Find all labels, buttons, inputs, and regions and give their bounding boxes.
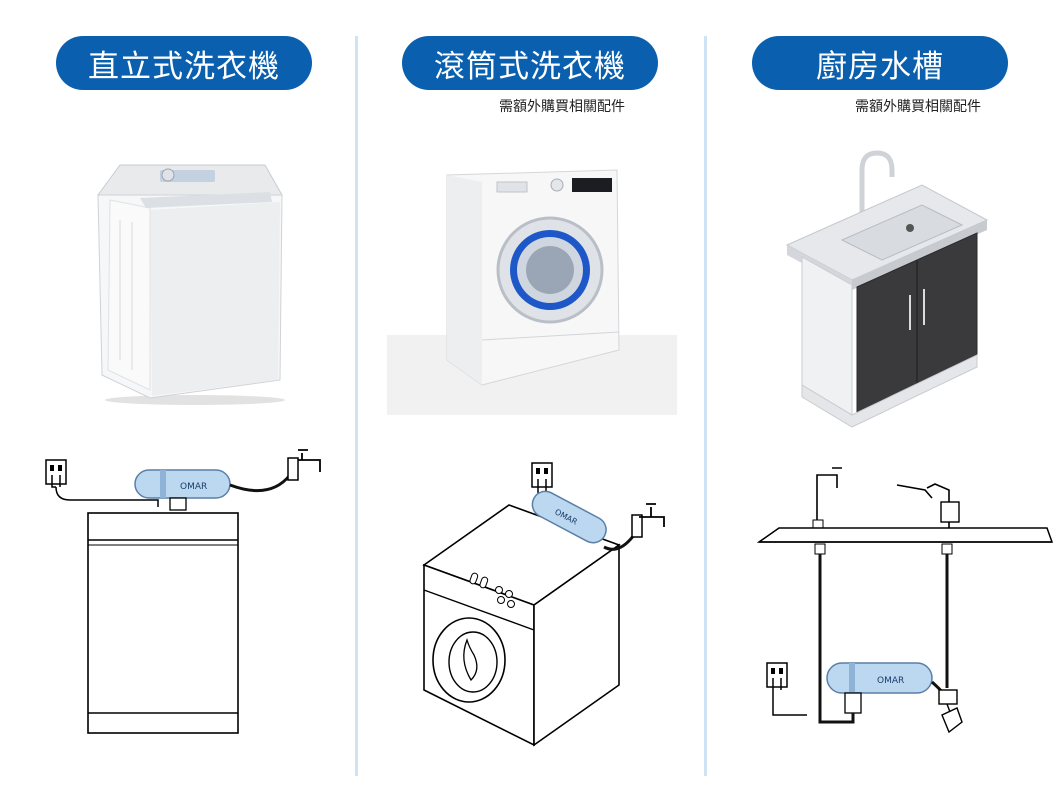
divider-right <box>704 36 707 776</box>
column-top-load-washer: 直立式洗衣機 OMAR <box>0 0 354 800</box>
column-title-pill: 滾筒式洗衣機 <box>402 36 658 90</box>
accessory-note: 需額外購買相關配件 <box>499 99 625 115</box>
column-title-pill: 直立式洗衣機 <box>56 36 312 90</box>
kitchen-sink-diagram: OMAR <box>757 467 1054 734</box>
divider-left <box>355 36 358 776</box>
top-load-washer-photo <box>97 164 285 405</box>
column-title-pill: 廚房水槽 <box>752 36 1008 90</box>
column-kitchen-sink: 廚房水槽 需額外購買相關配件 <box>707 0 1061 800</box>
column-front-load-washer: 滾筒式洗衣機 需額外購買相關配件 <box>354 0 708 800</box>
top-load-washer-diagram: OMAR <box>45 449 321 734</box>
front-load-washer-diagram: OMAR <box>422 462 665 747</box>
filter-brand-label: OMAR <box>877 676 904 686</box>
front-load-washer-photo <box>387 169 677 415</box>
filter-brand-label: OMAR <box>180 482 207 492</box>
kitchen-sink-photo <box>785 150 989 428</box>
accessory-note: 需額外購買相關配件 <box>855 99 981 115</box>
